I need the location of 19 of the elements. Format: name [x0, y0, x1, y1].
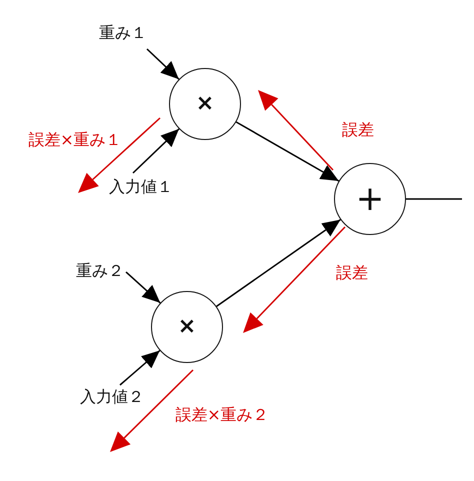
- input-label: 入力値１: [109, 178, 173, 196]
- error-label: 誤差×重み２: [175, 406, 269, 424]
- arrow: [216, 219, 341, 307]
- error-label: 誤差×重み１: [28, 131, 122, 149]
- arrow: [126, 271, 161, 304]
- arrow: [146, 48, 180, 80]
- arrow: [132, 128, 180, 174]
- input-label: 重み２: [76, 262, 124, 280]
- input-label: 重み１: [99, 24, 147, 42]
- arrow: [236, 121, 340, 182]
- error-label: 誤差: [336, 264, 368, 282]
- arrow: [120, 350, 160, 386]
- operator-symbol: +: [356, 182, 384, 216]
- input-label: 入力値２: [80, 388, 144, 406]
- output-line: [406, 198, 462, 200]
- operator-symbol: ×: [178, 316, 196, 338]
- operator-symbol: ×: [196, 93, 214, 115]
- operator-circle: [151, 291, 223, 363]
- error-label: 誤差: [342, 121, 374, 139]
